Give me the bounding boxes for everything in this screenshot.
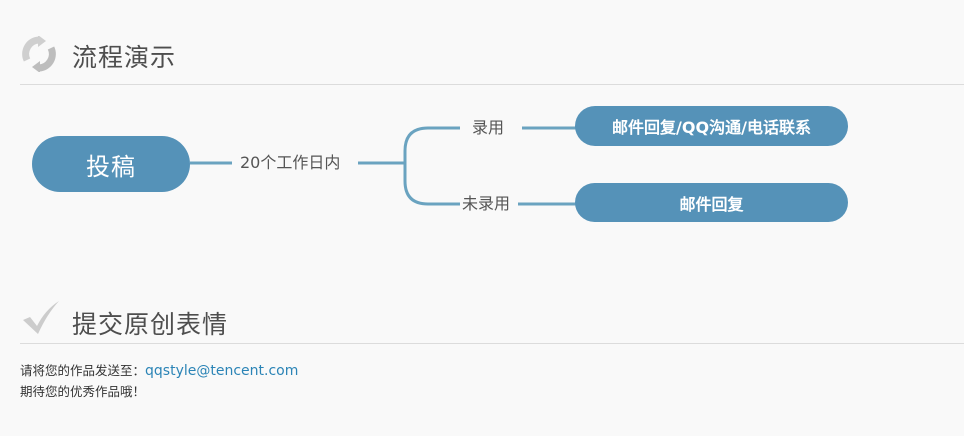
section-divider (20, 343, 964, 344)
section-title-submit: 提交原创表情 (72, 310, 229, 339)
submit-instructions: 请将您的作品发送至：qqstyle@tencent.com (20, 360, 298, 382)
checkmark-icon (21, 298, 61, 336)
section-divider (20, 84, 964, 85)
submit-prefix: 请将您的作品发送至： (20, 363, 146, 378)
section-title-process: 流程演示 (72, 43, 177, 72)
refresh-cycle-icon (21, 35, 57, 73)
flow-node-accepted-result: 邮件回复/QQ沟通/电话联系 (575, 106, 848, 146)
flow-label-duration: 20个工作日内 (240, 153, 341, 172)
email-link[interactable]: qqstyle@tencent.com (145, 363, 299, 379)
flow-node-submit: 投稿 (32, 136, 190, 192)
flow-label-accepted: 录用 (472, 118, 505, 137)
submit-closing: 期待您的优秀作品哦！ (20, 384, 146, 399)
flow-label-rejected: 未录用 (462, 194, 511, 213)
flow-node-rejected-result: 邮件回复 (575, 183, 848, 222)
